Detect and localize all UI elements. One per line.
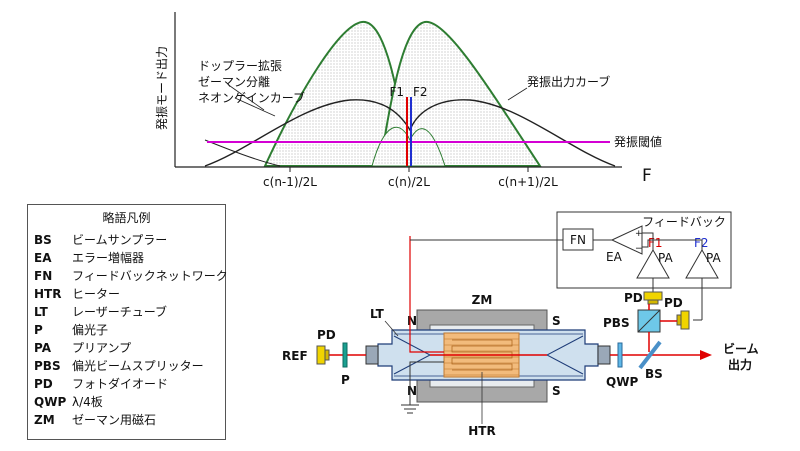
legend-abbr: P [34, 323, 43, 337]
legend-desc: ヒーター [72, 287, 121, 301]
pd-label-right: PD [664, 296, 683, 310]
abbreviation-legend: 略語凡例 BS ビームサンプラー EA エラー増幅器 FN フィードバックネットワーク… [27, 204, 228, 440]
bs-label: BS [645, 367, 663, 381]
pa-label-f1: PA [658, 251, 673, 265]
lt-label: LT [370, 307, 385, 321]
ref-photodiode-body [324, 349, 330, 361]
legend-desc: λ/4板 [72, 395, 103, 409]
s-pole-top: S [552, 314, 561, 328]
zeeman-leader [234, 97, 276, 117]
legend-row: FN フィードバックネットワーク [34, 267, 228, 284]
legend-abbr: PBS [34, 359, 61, 373]
legend-row: QWP λ/4板 [34, 393, 103, 410]
pd-label-top: PD [624, 291, 643, 305]
photodiode-top [643, 291, 663, 301]
heater-wire [409, 236, 444, 353]
f1-label: F1 [648, 236, 663, 250]
legend-row: LT レーザーチューブ [34, 303, 167, 320]
legend-row: PA プリアンプ [34, 339, 131, 356]
tube-endcap-right [597, 345, 611, 365]
legend-abbr: PD [34, 377, 53, 391]
tick-label: c(n-1)/2L [263, 175, 317, 189]
wire [642, 239, 703, 250]
legend-desc: フィードバックネットワーク [72, 269, 228, 283]
qwp [617, 342, 623, 368]
neon-gain-label: ネオンゲインカーブ [198, 90, 305, 105]
n-pole-top: N [407, 314, 417, 328]
polarizer [342, 342, 348, 368]
legend-abbr: FN [34, 269, 53, 283]
ground-wire [409, 361, 444, 405]
output-leader [507, 87, 528, 101]
legend-abbr: QWP [34, 395, 67, 409]
beam-sampler [638, 340, 662, 370]
legend-abbr: LT [34, 305, 48, 319]
beam-output-label-1: ビーム [723, 341, 759, 356]
legend-desc: フォトダイオード [72, 377, 169, 391]
ea-plus: + [635, 229, 643, 239]
legend-abbr: PA [34, 341, 51, 355]
legend-title: 略語凡例 [102, 211, 151, 225]
tick-label: c(n)/2L [388, 175, 430, 189]
p-label: P [341, 373, 350, 387]
photodiode-right-body [676, 314, 682, 326]
x-axis-label: F [642, 166, 652, 186]
tick-label: c(n+1)/2L [498, 175, 558, 189]
beam-output-arrow [700, 350, 712, 360]
f1-label: F1 [389, 85, 404, 99]
beam-output-label-2: 出力 [728, 357, 752, 372]
legend-desc: エラー増幅器 [72, 251, 145, 265]
photodiode-right [680, 310, 690, 330]
pa-label-f2: PA [706, 251, 721, 265]
doppler-label: ドップラー拡張 [198, 59, 282, 73]
tube-endcap-left [365, 345, 379, 365]
lt-leader [384, 320, 399, 337]
legend-desc: ビームサンプラー [72, 233, 168, 247]
pbs-label: PBS [603, 316, 630, 330]
legend-row: BS ビームサンプラー [34, 231, 167, 248]
doppler-leader [229, 85, 265, 111]
legend-desc: 偏光子 [72, 323, 109, 337]
zeeman-label: ゼーマン分離 [198, 75, 270, 89]
mode-graph: 発振モード出力 F c(n-1)/2L c(n)/2L c(n+1)/2L ドッ… [155, 12, 662, 189]
f2-label: F2 [413, 85, 428, 99]
n-pole-bottom: N [407, 384, 417, 398]
qwp-label: QWP [606, 375, 638, 389]
laser-schematic: フィードバック FN + − EA PA PA F1 F2 PD PD PBS [282, 211, 759, 438]
legend-row: PD フォトダイオード [34, 375, 168, 392]
legend-row: HTR ヒーター [34, 285, 120, 302]
threshold-label: 発振閾値 [614, 134, 662, 149]
fn-label: FN [570, 233, 586, 247]
pd-label-left: PD [317, 328, 336, 342]
legend-row: P 偏光子 [34, 321, 108, 338]
legend-desc: 偏光ビームスプリッター [72, 359, 204, 373]
output-curve-label: 発振出力カーブ [527, 74, 610, 89]
ref-label: REF [282, 349, 308, 363]
zm-label: ZM [472, 293, 493, 307]
feedback-box-title: フィードバック [642, 215, 726, 229]
legend-desc: ゼーマン用磁石 [72, 413, 157, 427]
ea-amplifier [610, 225, 643, 255]
legend-row: EA エラー増幅器 [34, 249, 144, 266]
legend-row: PBS 偏光ビームスプリッター [34, 357, 204, 374]
htr-label: HTR [468, 424, 495, 438]
f2-label: F2 [694, 236, 709, 250]
legend-desc: レーザーチューブ [72, 305, 168, 319]
y-axis-label: 発振モード出力 [155, 46, 169, 130]
legend-abbr: ZM [34, 413, 55, 427]
legend-desc: プリアンプ [72, 341, 132, 355]
legend-abbr: EA [34, 251, 52, 265]
ea-minus: − [635, 244, 643, 254]
s-pole-bottom: S [552, 384, 561, 398]
ea-label: EA [606, 250, 623, 264]
legend-abbr: BS [34, 233, 52, 247]
photodiode-top-body [647, 299, 659, 305]
ref-photodiode [316, 345, 326, 365]
pbs-diagonal [637, 309, 661, 333]
wire [642, 232, 654, 250]
legend-row: ZM ゼーマン用磁石 [34, 411, 156, 428]
legend-abbr: HTR [34, 287, 62, 301]
